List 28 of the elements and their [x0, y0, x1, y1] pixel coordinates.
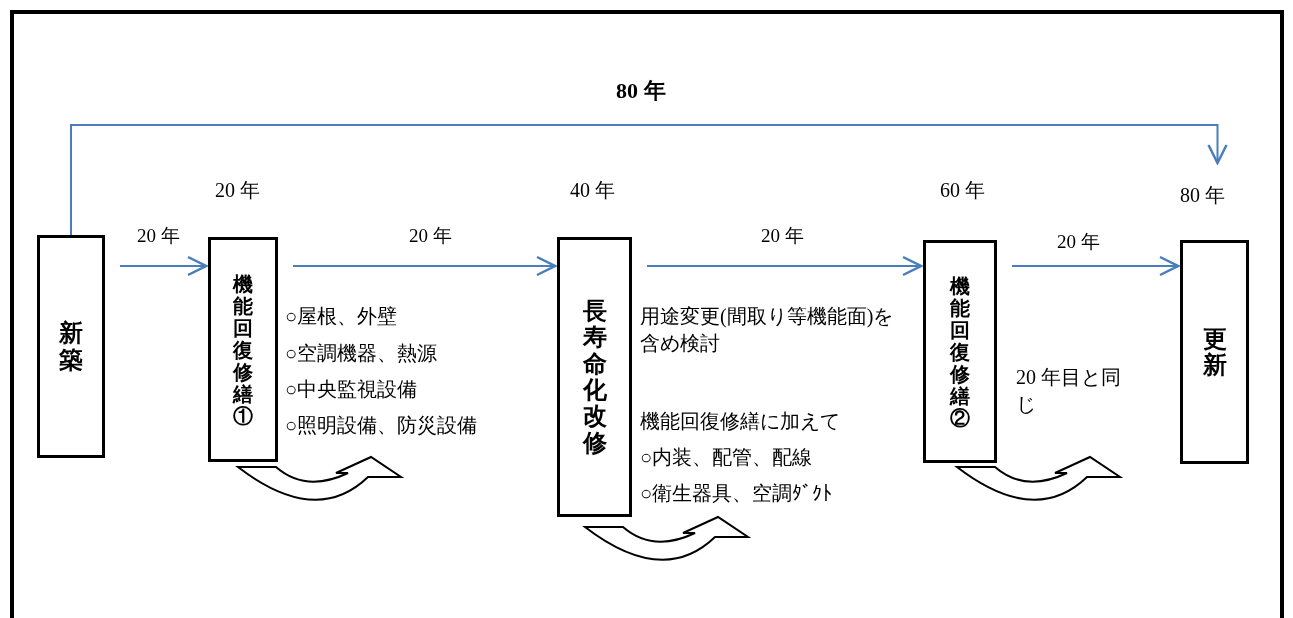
note-text: 用途変更(間取り等機能面)を含め検討 [640, 304, 895, 356]
arrow [292, 255, 557, 277]
note-text: ○空調機器、熱源 [285, 341, 439, 366]
note-text: ○屋根、外壁 [285, 304, 399, 329]
year-label: 60 年 [940, 178, 985, 203]
note-text: 20 年目と同じ [1016, 365, 1122, 417]
arrow [70, 124, 1228, 236]
note-text: 機能回復修繕に加えて [640, 409, 841, 434]
arrow [646, 255, 923, 277]
vertical-label: 機能回復修繕② [950, 274, 970, 429]
vertical-label: 機能回復修繕① [233, 272, 253, 427]
note-text: ○中央監視設備 [285, 377, 419, 402]
process-box [923, 240, 997, 463]
vertical-label: 更新 [1202, 325, 1227, 379]
arrow [119, 255, 208, 277]
process-box [557, 237, 632, 517]
note-text: ○内装、配管、配線 [640, 445, 814, 470]
process-box [1180, 240, 1249, 464]
process-box [208, 237, 278, 462]
arrow [1011, 255, 1180, 277]
note-text: ○照明設備、防災設備 [285, 413, 479, 438]
process-box [37, 235, 105, 458]
note-text: ○衛生器具、空調ﾀﾞｸﾄ [640, 481, 834, 506]
year-label: 40 年 [570, 178, 615, 203]
vertical-label: 新築 [59, 320, 83, 373]
year-label: 20 年 [215, 178, 260, 203]
year-label: 80 年 [1180, 183, 1225, 208]
vertical-label: 長寿命化改修 [582, 297, 607, 457]
